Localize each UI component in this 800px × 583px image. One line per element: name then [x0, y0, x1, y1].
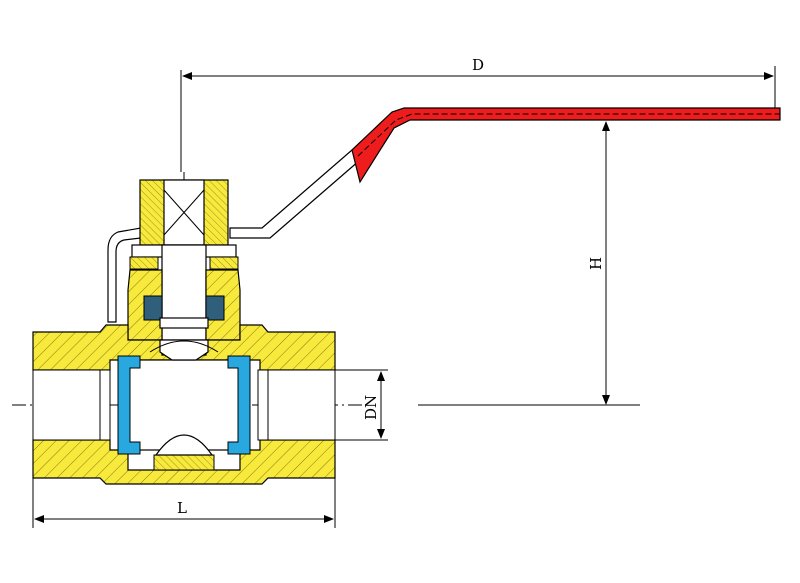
valve-body [32, 324, 336, 485]
ball-assembly [117, 339, 251, 456]
dimension-d: D [180, 56, 776, 172]
bonnet [127, 269, 241, 341]
stem-nut [129, 179, 239, 270]
dimension-h-label: H [587, 257, 605, 270]
dimension-l-label: L [177, 499, 187, 517]
dimension-l: L [32, 470, 336, 528]
dimension-dn-label: DN [362, 395, 380, 420]
dimension-d-label: D [472, 56, 484, 74]
dimension-h: H [418, 121, 640, 406]
